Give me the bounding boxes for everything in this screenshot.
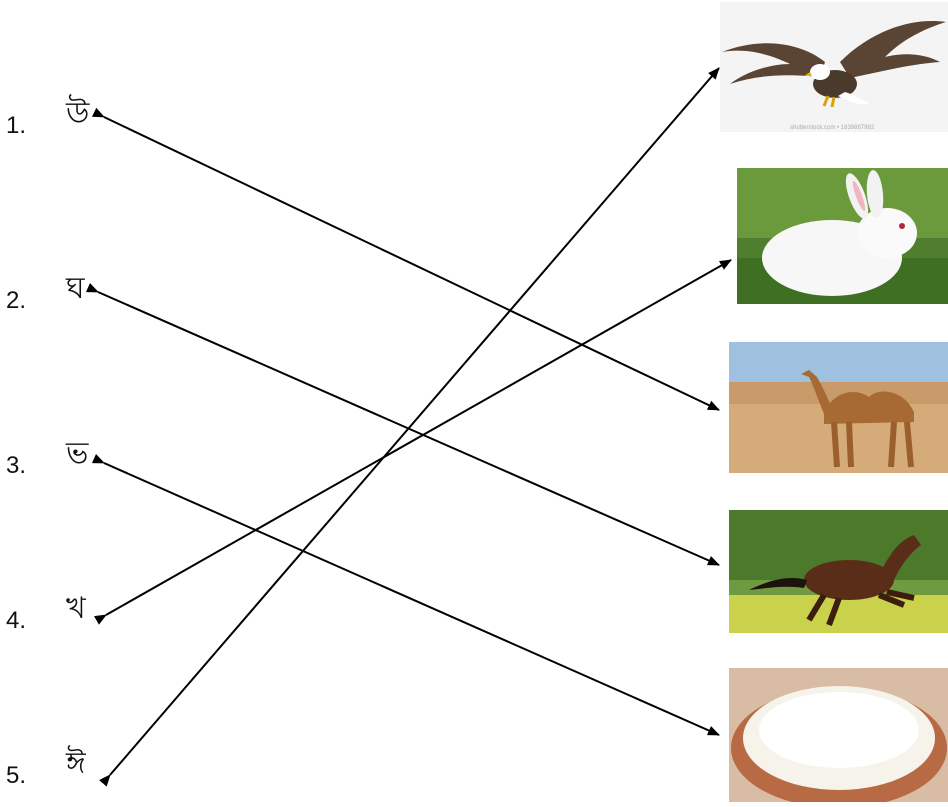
match-arrow <box>91 107 720 411</box>
list-item: 1. উ <box>6 96 89 140</box>
match-arrow <box>91 453 720 736</box>
item-letter: খ <box>66 591 86 626</box>
list-item: 2. ঘ <box>6 271 85 315</box>
list-item: 3. ভ <box>6 436 88 480</box>
item-number: 4. <box>6 607 27 634</box>
item-number: 5. <box>6 762 27 789</box>
list-item: 4. খ <box>6 591 86 635</box>
rice-image <box>729 668 948 802</box>
match-arrow <box>93 259 732 625</box>
item-letter: ঈ <box>66 746 86 781</box>
match-arrow <box>99 67 720 787</box>
item-number: 1. <box>6 112 27 139</box>
item-number: 3. <box>6 452 27 479</box>
camel-image <box>729 342 948 473</box>
item-letter: ভ <box>66 436 89 471</box>
item-letter: উ <box>66 96 90 131</box>
rabbit-image <box>737 168 948 304</box>
item-number: 2. <box>6 287 27 314</box>
list-item: 5. ঈ <box>6 746 86 790</box>
item-letter: ঘ <box>66 271 85 306</box>
watermark-text: shutterstock.com • 1839887982 <box>790 125 875 131</box>
horse-image <box>729 510 948 633</box>
eagle-image: shutterstock.com • 1839887982 <box>720 2 948 132</box>
